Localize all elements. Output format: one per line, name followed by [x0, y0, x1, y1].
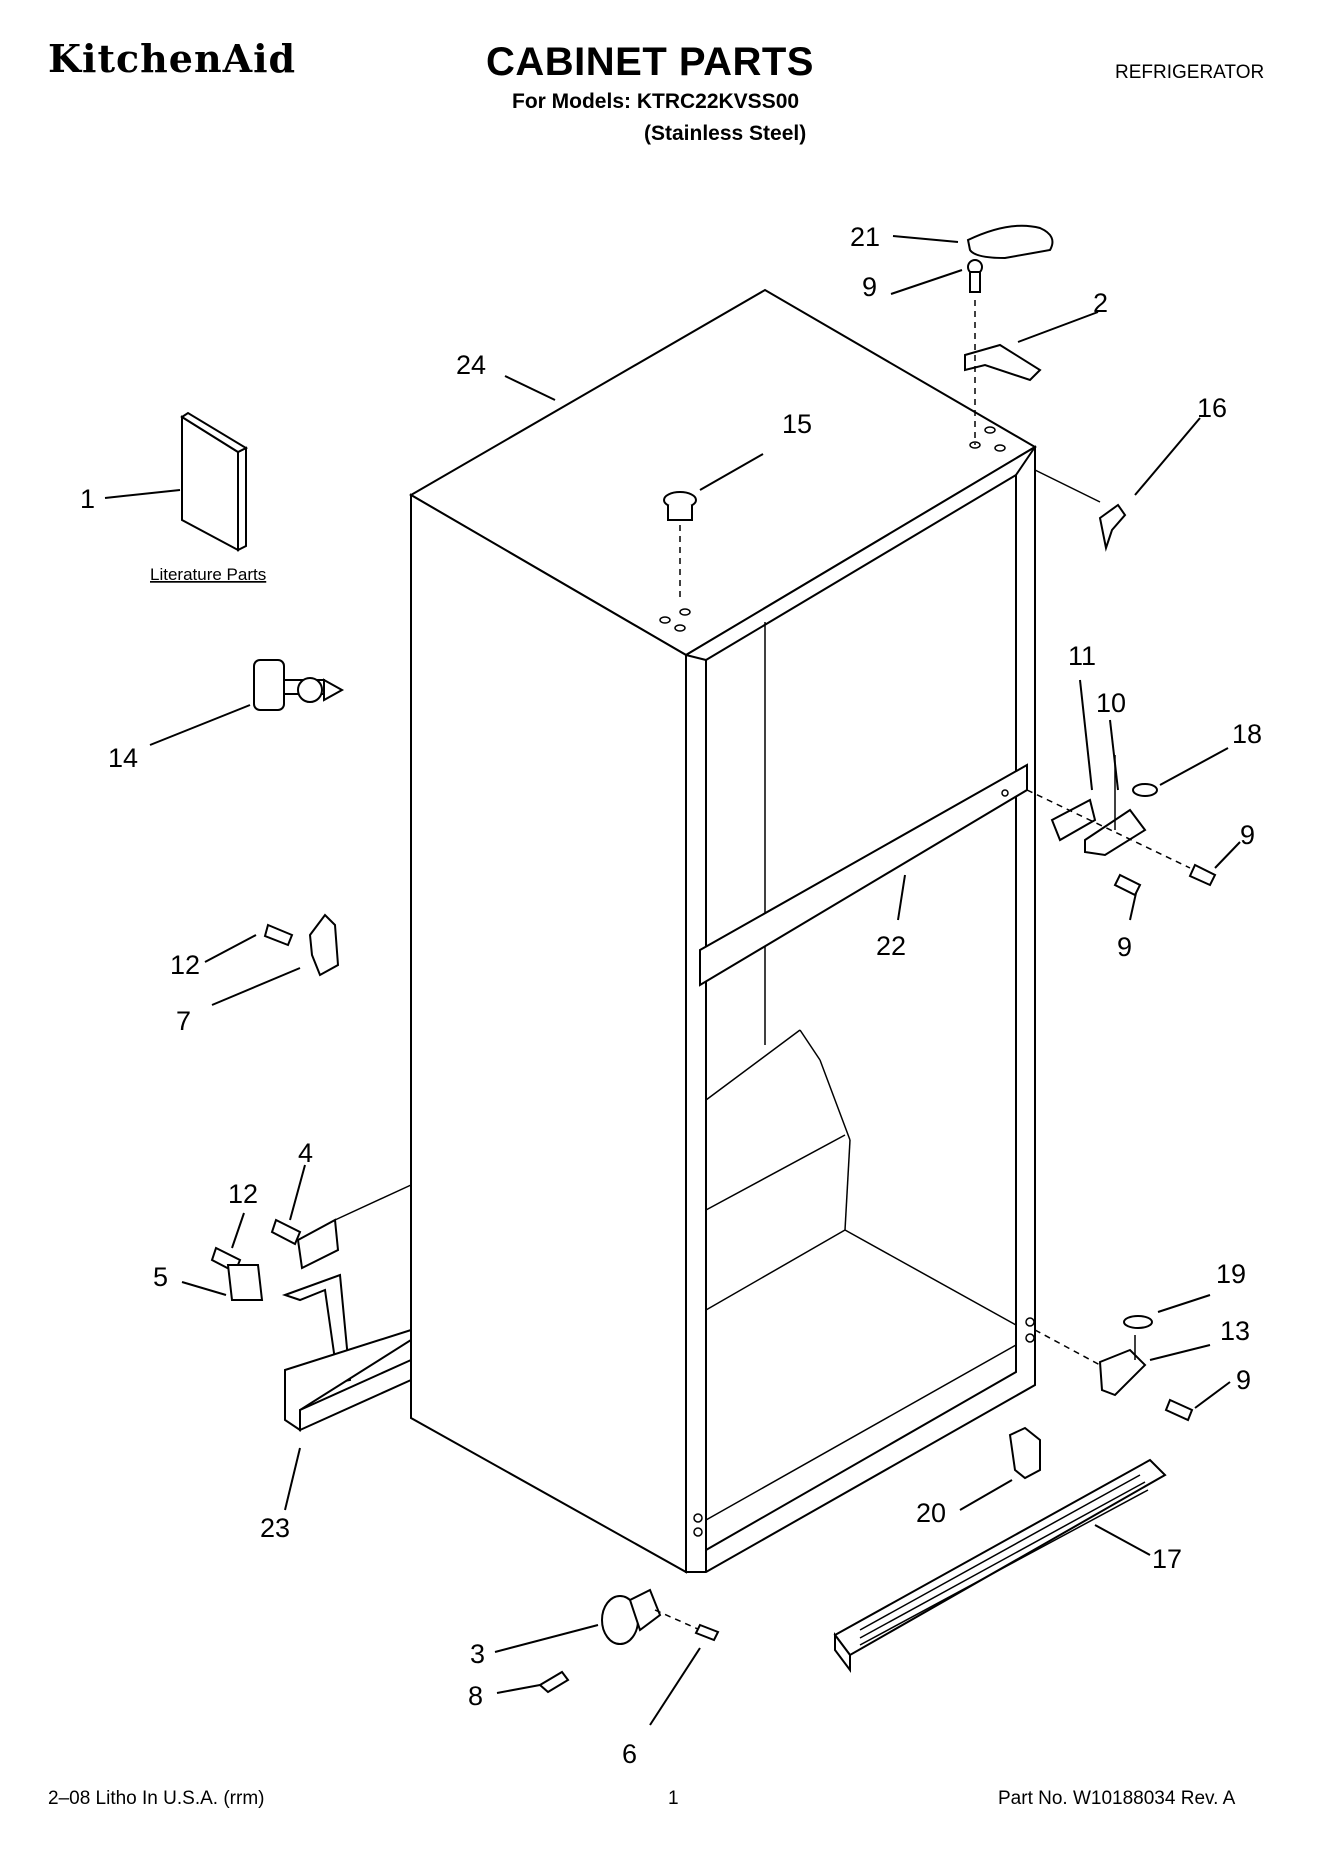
literature-parts-label: Literature Parts — [150, 565, 266, 584]
model-finish: (Stainless Steel) — [644, 122, 807, 145]
part-number: Part No. W10188034 Rev. A — [998, 1788, 1236, 1809]
page-number: 1 — [668, 1788, 679, 1809]
grille-clip — [1008, 1426, 1041, 1480]
callout-19: 19 — [1216, 1259, 1246, 1289]
callout-23: 23 — [260, 1513, 290, 1543]
callout-5: 5 — [153, 1262, 168, 1292]
callout-20: 20 — [916, 1498, 946, 1528]
callout-10: 10 — [1096, 688, 1126, 718]
leader-lines — [104, 235, 1241, 1726]
callout-9-middle-right: 9 — [1240, 820, 1255, 850]
callout-3: 3 — [470, 1639, 485, 1669]
page-title: CABINET PARTS — [486, 40, 814, 84]
callout-9-lower: 9 — [1236, 1365, 1251, 1395]
callout-11: 11 — [1068, 641, 1096, 671]
callout-21: 21 — [850, 222, 880, 252]
callout-1: 1 — [80, 484, 95, 514]
lower-hinge-assembly — [1034, 1315, 1194, 1422]
cabinet-body — [409, 288, 1037, 1574]
print-info: 2–08 Litho In U.S.A. (rrm) — [48, 1788, 265, 1809]
callout-8: 8 — [468, 1681, 483, 1711]
leveling-bolt — [253, 659, 345, 711]
top-hinge-cover — [966, 224, 1054, 260]
callout-24: 24 — [456, 350, 486, 380]
front-roller-assembly — [538, 1588, 720, 1694]
callout-6: 6 — [622, 1739, 637, 1769]
callout-14: 14 — [108, 743, 138, 773]
callout-17: 17 — [1152, 1544, 1182, 1574]
brand-logo: KitchenAid — [48, 36, 297, 81]
callout-13: 13 — [1220, 1316, 1250, 1346]
base-grille — [833, 1458, 1167, 1673]
center-hinge-assembly — [1026, 755, 1217, 897]
callout-9-top: 9 — [862, 272, 877, 302]
callout-12-lower: 12 — [228, 1179, 258, 1209]
callout-16: 16 — [1197, 393, 1227, 423]
callout-18: 18 — [1232, 719, 1262, 749]
callout-15: 15 — [782, 409, 812, 439]
literature-booklet — [180, 411, 249, 552]
center-mullion — [699, 763, 1028, 987]
callout-numbers: 21 9 2 24 15 16 1 14 11 10 18 9 9 22 12 … — [80, 222, 1262, 1769]
hinge-plug-16 — [1034, 469, 1127, 552]
callout-2: 2 — [1093, 288, 1108, 318]
model-number: For Models: KTRC22KVSS00 — [512, 90, 800, 113]
callout-9-middle-bottom: 9 — [1117, 932, 1132, 962]
door-stop-7 — [263, 913, 340, 977]
callout-12-upper: 12 — [170, 950, 200, 980]
callout-7: 7 — [176, 1006, 191, 1036]
appliance-category: REFRIGERATOR — [1115, 62, 1265, 83]
callout-22: 22 — [876, 931, 906, 961]
callout-4: 4 — [298, 1138, 313, 1168]
lower-left-brackets — [210, 1184, 412, 1432]
top-plug — [663, 491, 697, 600]
top-hinge — [964, 259, 1042, 445]
